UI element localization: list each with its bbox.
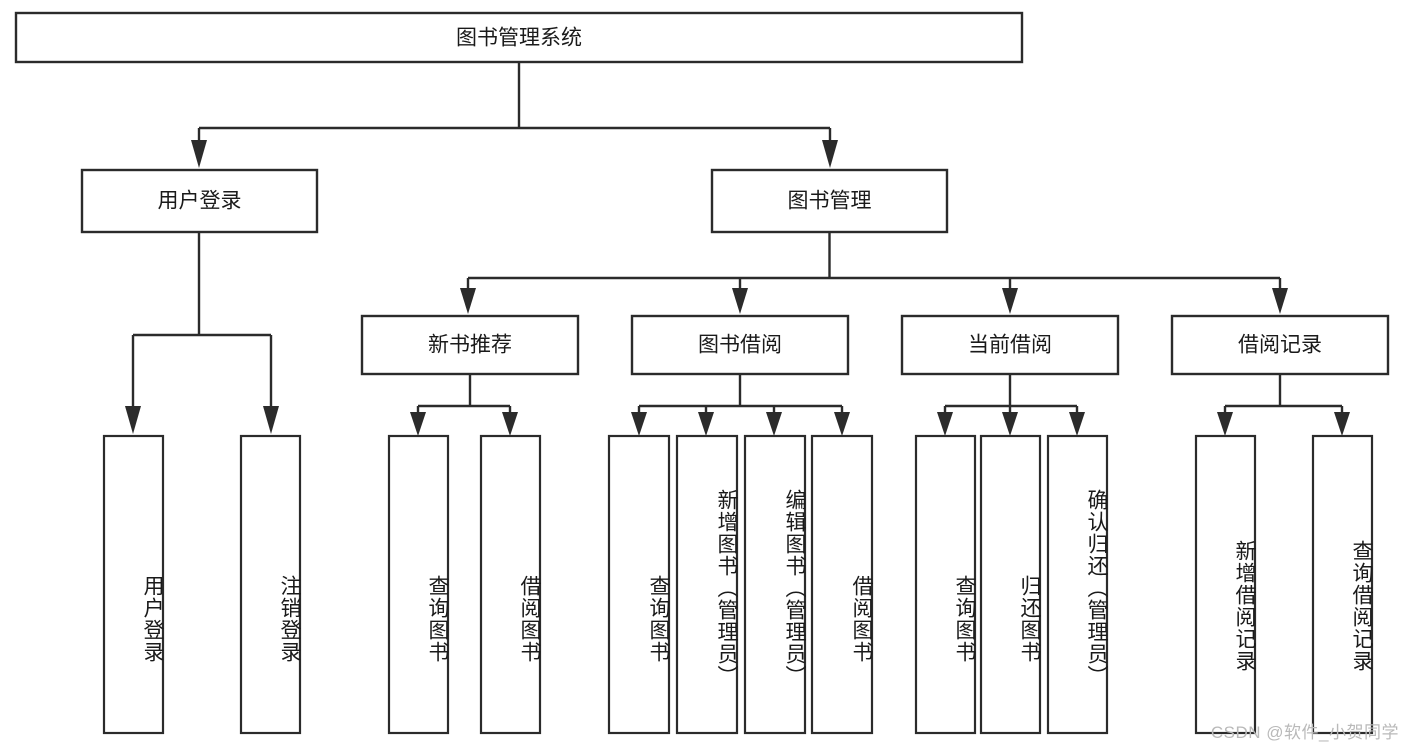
arrow-head-icon [1069,412,1085,436]
node-new-book-recommend-label: 新书推荐 [428,334,512,357]
node-new-book-recommend[interactable]: 新书推荐 [360,314,580,376]
arrow-head-icon [937,412,953,436]
arrow-head-icon [631,412,647,436]
node-user-login-box [80,168,319,234]
connector-book-borrow-to-leaves [631,374,850,436]
node-root-system-box [14,11,1024,64]
arrow-head-icon [410,412,426,436]
connector-book-management-to-level3 [460,232,1288,314]
node-book-borrow-label: 图书借阅 [698,334,782,357]
arrow-head-icon [822,140,838,168]
leaf-add-record-box[interactable] [1194,434,1257,735]
arrow-head-icon [732,288,748,314]
node-new-book-recommend-box [360,314,580,376]
node-borrow-record[interactable]: 借阅记录 [1170,314,1390,376]
connector-user-login-to-leaves [125,232,279,434]
leaf-query-book-3-box[interactable] [914,434,977,735]
arrow-head-icon [1002,412,1018,436]
node-user-login-label: 用户登录 [158,190,242,213]
arrow-head-icon [834,412,850,436]
node-book-management-label: 图书管理 [788,190,872,213]
leaf-borrow-book-2-box[interactable] [810,434,874,735]
arrow-head-icon [502,412,518,436]
leaf-query-record-box[interactable] [1311,434,1374,735]
connector-borrow-record-to-leaves [1217,374,1350,436]
arrow-head-icon [698,412,714,436]
arrow-head-icon [263,406,279,434]
connector-root-to-level2 [191,62,838,168]
leaf-edit-book-box[interactable] [743,434,807,735]
arrow-head-icon [1217,412,1233,436]
arrow-head-icon [125,406,141,434]
leaf-query-book-1-box[interactable] [387,434,450,735]
leaf-query-book-2-box[interactable] [607,434,671,735]
node-root-system[interactable]: 图书管理系统 [14,11,1024,64]
node-current-borrow-label: 当前借阅 [968,334,1052,357]
arrow-head-icon [191,140,207,168]
node-borrow-record-label: 借阅记录 [1238,334,1322,357]
leaf-return-book-box[interactable] [979,434,1042,735]
node-current-borrow-box [900,314,1120,376]
arrow-head-icon [766,412,782,436]
node-current-borrow[interactable]: 当前借阅 [900,314,1120,376]
arrow-head-icon [1334,412,1350,436]
leaf-confirm-return-box[interactable] [1046,434,1109,735]
node-user-login[interactable]: 用户登录 [80,168,319,234]
leaf-borrow-book-1-box[interactable] [479,434,542,735]
node-book-borrow[interactable]: 图书借阅 [630,314,850,376]
arrow-head-icon [1272,288,1288,314]
arrow-head-icon [460,288,476,314]
connector-new-book-recommend-to-leaves [410,374,518,436]
connector-current-borrow-to-leaves [937,374,1085,436]
node-root-system-label: 图书管理系统 [456,27,582,50]
node-book-management[interactable]: 图书管理 [710,168,949,234]
leaf-user-login-box[interactable] [102,434,165,735]
leaf-logout-login-box[interactable] [239,434,302,735]
csdn-watermark: CSDN @软件_小贺同学 [1210,723,1399,742]
arrow-head-icon [1002,288,1018,314]
leaf-add-book-box[interactable] [675,434,739,735]
